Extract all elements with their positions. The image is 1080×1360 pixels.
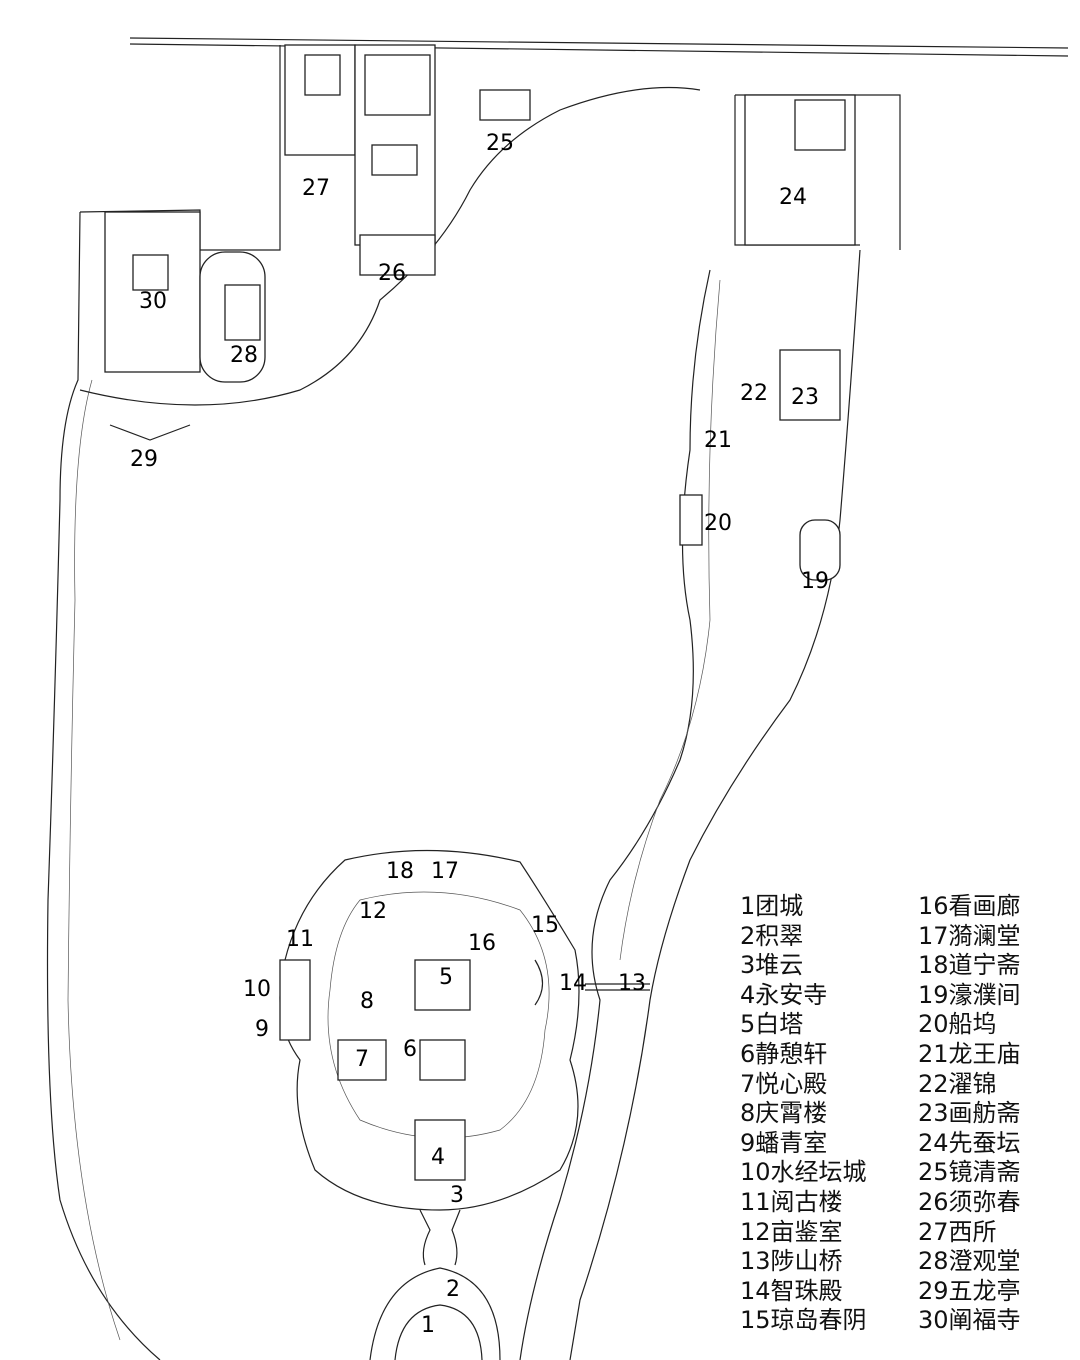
legend-item: 21龙王庙 [918, 1039, 1021, 1068]
legend-item: 15琼岛春阴 [740, 1306, 867, 1335]
legend-item: 8庆霄楼 [740, 1099, 828, 1128]
north-wall [129, 37, 1069, 57]
legend-item: 23画舫斋 [918, 1099, 1021, 1128]
legend-item: 5白塔 [740, 1010, 804, 1039]
label-14: 14 [559, 971, 587, 996]
legend-item: 9蟠青室 [740, 1128, 828, 1157]
legend-item: 17漪澜堂 [918, 921, 1021, 950]
legend-item: 30阐福寺 [918, 1306, 1021, 1335]
label-7: 7 [355, 1047, 369, 1072]
east-path [619, 279, 721, 961]
label-13: 13 [618, 971, 646, 996]
legend-item: 6静憩轩 [740, 1039, 828, 1068]
label-25: 25 [486, 131, 514, 156]
label-4: 4 [431, 1145, 445, 1170]
label-11: 11 [286, 927, 314, 952]
label-28: 28 [230, 343, 258, 368]
legend-item: 22濯锦 [918, 1069, 997, 1098]
legend-item: 18道宁斋 [918, 951, 1021, 980]
legend-item: 3堆云 [740, 951, 804, 980]
label-5: 5 [439, 965, 453, 990]
legend-item: 14智珠殿 [740, 1276, 843, 1305]
legend-item: 12亩鉴室 [740, 1217, 843, 1246]
label-12: 12 [359, 899, 387, 924]
legend-item: 11阅古楼 [740, 1187, 843, 1216]
label-21: 21 [704, 428, 732, 453]
legend-item: 19濠濮间 [918, 980, 1021, 1009]
label-9: 9 [255, 1017, 269, 1042]
label-8: 8 [360, 989, 374, 1014]
legend-item: 7悦心殿 [740, 1069, 828, 1098]
legend-item: 10水经坛城 [740, 1158, 867, 1187]
label-1: 1 [421, 1313, 435, 1338]
legend-item: 1团城 [740, 892, 804, 920]
east-outer-shore [569, 249, 861, 1360]
label-19: 19 [801, 569, 829, 594]
label-3: 3 [450, 1183, 464, 1208]
label-20: 20 [704, 511, 732, 536]
legend: 1团城 16看画廊 2积翠 17漪澜堂 3堆云 18道宁斋 4永安寺 19濠濮间 5白塔… [740, 892, 1078, 1335]
label-18: 18 [386, 859, 414, 884]
legend-item: 25镜清斋 [918, 1158, 1021, 1187]
zhishan-bridge [585, 983, 650, 991]
buildings [104, 44, 856, 1181]
label-24: 24 [779, 185, 807, 210]
legend-item: 13陟山桥 [740, 1247, 843, 1276]
legend-item: 20船坞 [918, 1010, 997, 1039]
legend-item: 28澄观堂 [918, 1247, 1021, 1276]
legend-item: 26须弥春 [918, 1187, 1021, 1216]
label-10: 10 [243, 977, 271, 1002]
label-23: 23 [791, 385, 819, 410]
legend-item: 27西所 [918, 1217, 997, 1246]
label-6: 6 [403, 1037, 417, 1062]
map-labels: 1 2 3 4 5 6 7 8 9 10 11 12 13 14 15 16 1… [130, 131, 829, 1338]
label-17: 17 [431, 859, 459, 884]
legend-item: 29五龙亭 [918, 1276, 1021, 1305]
label-27: 27 [302, 176, 330, 201]
label-26: 26 [378, 261, 406, 286]
label-16: 16 [468, 931, 496, 956]
hill-contour [327, 891, 550, 1139]
legend-item: 4永安寺 [740, 980, 828, 1009]
label-22: 22 [740, 381, 768, 406]
tuancheng-wall [369, 1267, 501, 1360]
label-30: 30 [139, 289, 167, 314]
legend-item: 16看画廊 [918, 892, 1021, 920]
label-2: 2 [446, 1277, 460, 1302]
label-29: 29 [130, 447, 158, 472]
legend-item: 24先蚕坛 [918, 1128, 1021, 1157]
legend-item: 2积翠 [740, 921, 804, 950]
bridge-to-tuancheng [419, 1209, 461, 1266]
west-path [67, 379, 121, 1341]
label-15: 15 [531, 913, 559, 938]
